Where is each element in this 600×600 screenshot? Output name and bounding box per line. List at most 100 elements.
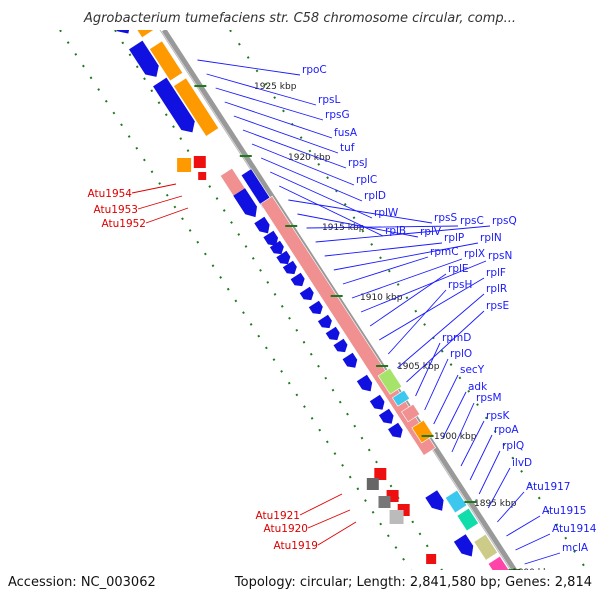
- gene-block[interactable]: [282, 260, 300, 278]
- gene-block[interactable]: [276, 250, 293, 268]
- reverse-gene-block[interactable]: [177, 158, 192, 172]
- gene-block[interactable]: [290, 272, 308, 290]
- gene-block[interactable]: [401, 403, 421, 423]
- gene-label-rpln[interactable]: rplN: [480, 232, 502, 244]
- gene-arrow[interactable]: [233, 188, 261, 221]
- gene-arrow[interactable]: [388, 422, 406, 441]
- gene-block[interactable]: [487, 555, 513, 582]
- gene-label-rplo[interactable]: rplO: [450, 348, 472, 360]
- gene-label-mcla[interactable]: mclA: [562, 542, 589, 554]
- gene-rect[interactable]: [401, 403, 421, 423]
- gene-arrow[interactable]: [263, 230, 281, 249]
- gene-block[interactable]: [425, 490, 448, 514]
- gene-label-rpse[interactable]: rpsE: [486, 300, 509, 312]
- gene-label-rpsj[interactable]: rpsJ: [348, 157, 368, 169]
- gene-label-adk[interactable]: adk: [468, 381, 488, 393]
- gene-block[interactable]: [254, 216, 273, 237]
- gene-label-fusa[interactable]: fusA: [334, 127, 358, 139]
- gene-arrow[interactable]: [308, 300, 326, 318]
- gene-label-rpsc[interactable]: rpsC: [460, 215, 484, 227]
- gene-arrow[interactable]: [333, 338, 350, 356]
- gene-block[interactable]: [325, 326, 343, 344]
- gene-label-rplc[interactable]: rplC: [356, 174, 377, 186]
- gene-block[interactable]: [453, 534, 478, 560]
- gene-arrow[interactable]: [453, 534, 478, 560]
- gene-label-rplx[interactable]: rplX: [464, 248, 485, 260]
- gene-label-atu1919[interactable]: Atu1919: [274, 540, 319, 552]
- gene-block[interactable]: [388, 422, 406, 441]
- gene-arrow[interactable]: [356, 374, 376, 395]
- gene-label-rpsk[interactable]: rpsK: [486, 410, 510, 422]
- gene-block[interactable]: [263, 230, 281, 249]
- gene-arrow[interactable]: [129, 40, 163, 82]
- gene-rect[interactable]: [119, 0, 156, 39]
- gene-label-rpss[interactable]: rpsS: [434, 212, 457, 224]
- gene-block[interactable]: [317, 314, 335, 332]
- gene-label-rpsm[interactable]: rpsM: [476, 392, 502, 404]
- gene-block[interactable]: [119, 0, 156, 39]
- gene-label-rplw[interactable]: rplW: [374, 207, 399, 219]
- reverse-gene-block[interactable]: [366, 478, 379, 490]
- gene-label-rpsl[interactable]: rpsL: [318, 94, 340, 106]
- gene-block[interactable]: [333, 338, 350, 356]
- gene-label-rpsq[interactable]: rpsQ: [492, 215, 517, 227]
- gene-label-secy[interactable]: secY: [460, 364, 485, 376]
- gene-block[interactable]: [391, 389, 411, 407]
- gene-block[interactable]: [356, 374, 376, 395]
- gene-label-rpmc[interactable]: rpmC: [430, 246, 459, 258]
- gene-arrow[interactable]: [425, 490, 448, 514]
- gene-block[interactable]: [473, 533, 499, 561]
- gene-label-rpmd[interactable]: rpmD: [442, 332, 471, 344]
- gene-block[interactable]: [299, 286, 317, 304]
- gene-block[interactable]: [173, 77, 220, 137]
- gene-rect[interactable]: [149, 40, 184, 82]
- gene-rect[interactable]: [391, 389, 411, 407]
- reverse-gene-block[interactable]: [198, 172, 207, 180]
- gene-block[interactable]: [308, 300, 326, 318]
- gene-label-rplf[interactable]: rplF: [486, 267, 506, 279]
- gene-label-ilvd[interactable]: ilvD: [512, 457, 532, 469]
- gene-rect[interactable]: [487, 555, 513, 582]
- gene-label-atu1920[interactable]: Atu1920: [264, 523, 309, 535]
- gene-label-atu1915[interactable]: Atu1915: [542, 505, 587, 517]
- gene-arrow[interactable]: [282, 260, 300, 278]
- gene-label-atu1917[interactable]: Atu1917: [526, 481, 571, 493]
- gene-label-atu1953[interactable]: Atu1953: [94, 204, 139, 216]
- gene-label-rplv[interactable]: rplV: [420, 226, 442, 238]
- gene-label-tuf[interactable]: tuf: [340, 142, 355, 154]
- gene-block[interactable]: [149, 40, 184, 82]
- gene-block[interactable]: [377, 367, 403, 395]
- gene-arrow[interactable]: [369, 394, 388, 413]
- gene-label-rpoa[interactable]: rpoA: [494, 424, 519, 436]
- gene-label-rplq[interactable]: rplQ: [502, 440, 524, 452]
- gene-arrow[interactable]: [269, 240, 287, 258]
- gene-block[interactable]: [129, 40, 163, 82]
- reverse-gene-block[interactable]: [426, 554, 437, 564]
- gene-block[interactable]: [233, 188, 261, 221]
- gene-label-rpsn[interactable]: rpsN: [488, 250, 512, 262]
- gene-arrow[interactable]: [276, 250, 293, 268]
- gene-label-rpoc[interactable]: rpoC: [302, 64, 327, 76]
- gene-block[interactable]: [269, 240, 287, 258]
- gene-block[interactable]: [342, 352, 361, 371]
- gene-label-rpsh[interactable]: rpsH: [448, 279, 472, 291]
- reverse-gene-block[interactable]: [378, 496, 391, 508]
- gene-block[interactable]: [444, 489, 468, 514]
- gene-label-atu1952[interactable]: Atu1952: [102, 218, 147, 230]
- gene-block[interactable]: [456, 507, 479, 532]
- gene-arrow[interactable]: [342, 352, 361, 371]
- reverse-gene-block[interactable]: [389, 510, 404, 524]
- gene-label-rple[interactable]: rplE: [448, 263, 469, 275]
- gene-arrow[interactable]: [153, 77, 199, 137]
- gene-label-atu1914[interactable]: Atu1914: [552, 523, 597, 535]
- gene-rect[interactable]: [411, 419, 434, 444]
- gene-label-atu1921[interactable]: Atu1921: [256, 510, 301, 522]
- gene-label-rpld[interactable]: rplD: [364, 190, 386, 202]
- gene-block[interactable]: [369, 394, 388, 413]
- gene-arrow[interactable]: [325, 326, 343, 344]
- reverse-gene-block[interactable]: [193, 156, 206, 168]
- gene-label-rplr[interactable]: rplR: [486, 283, 507, 295]
- gene-block[interactable]: [153, 77, 199, 137]
- gene-arrow[interactable]: [378, 408, 397, 427]
